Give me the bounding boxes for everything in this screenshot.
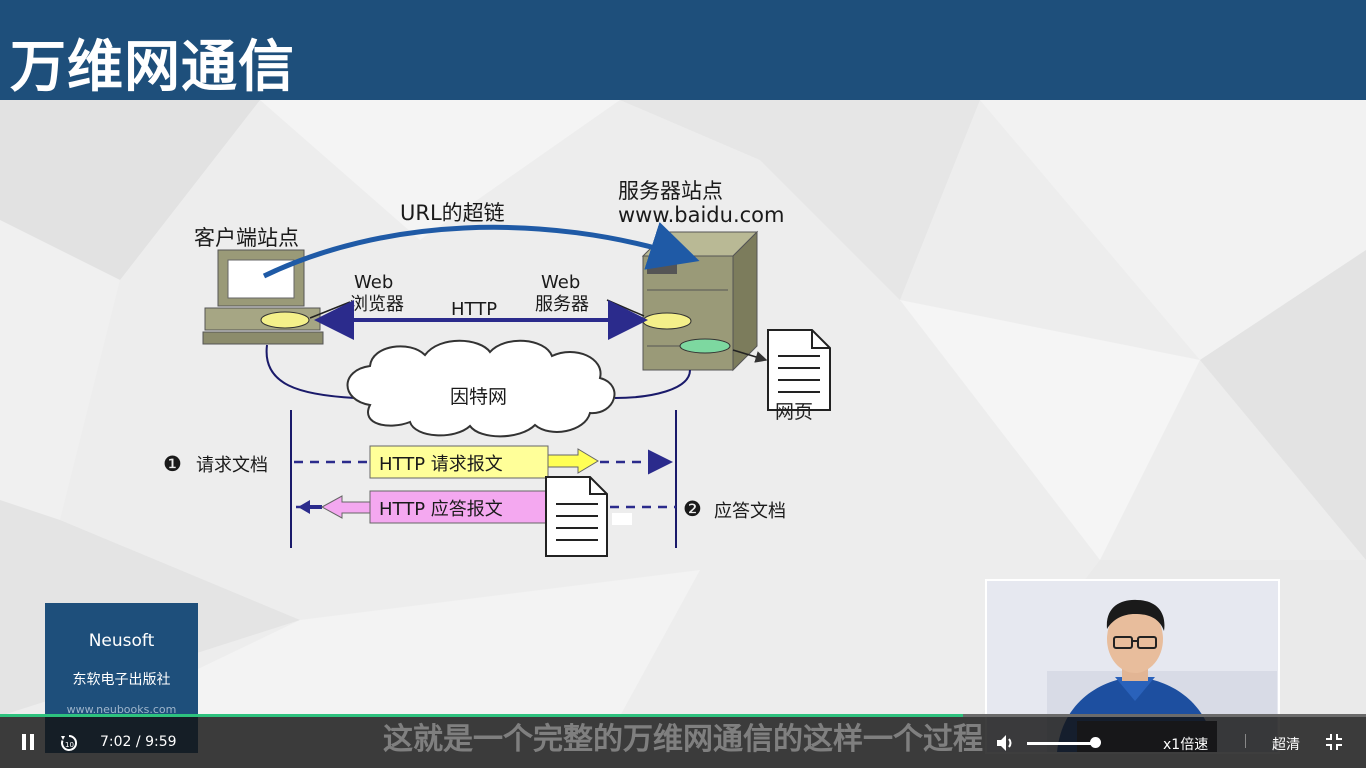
time-display: 7:02 / 9:59	[100, 734, 177, 750]
time-separator: /	[135, 734, 141, 750]
server-sw-label-web: Web	[541, 272, 580, 293]
quality-button[interactable]: 超清	[1272, 737, 1300, 753]
volume-icon	[997, 735, 1012, 751]
slide-title: 万维网通信	[10, 35, 295, 100]
pause-icon	[22, 734, 34, 750]
progress-fill	[0, 714, 964, 717]
step2-label: 应答文档	[714, 501, 786, 522]
publisher-website: www.neubooks.com	[66, 703, 177, 716]
server-label: 服务器站点	[618, 179, 723, 203]
replay-button[interactable]: 10	[58, 732, 80, 754]
exit-fullscreen-button[interactable]	[1323, 731, 1345, 753]
total-time: 9:59	[145, 734, 177, 750]
client-label: 客户端站点	[194, 226, 299, 250]
volume-level	[1027, 742, 1096, 745]
client-computer-icon	[202, 249, 324, 345]
www-communication-diagram: 网页 URL的超链 客户端站点 服务器站点 www.baidu.com Web …	[163, 179, 831, 557]
url-hyperlink-arrow	[262, 222, 700, 279]
replay-10-icon: 10	[61, 734, 78, 751]
brand-name: Neusoft	[88, 631, 155, 651]
webpage-document-icon	[732, 329, 831, 411]
volume-button[interactable]	[995, 732, 1017, 754]
http-request-box	[369, 445, 549, 479]
http-response-box	[369, 490, 549, 524]
browser-label-web: Web	[354, 272, 393, 293]
internet-cloud-icon	[346, 339, 616, 438]
title-bar: 万维网通信	[0, 0, 1366, 100]
server-icon	[641, 230, 759, 372]
control-divider	[1245, 734, 1246, 748]
player-control-bar	[0, 716, 1366, 768]
exit-fullscreen-icon	[1326, 734, 1342, 750]
playback-speed-button[interactable]: x1倍速	[1163, 737, 1209, 753]
response-document-icon	[545, 476, 608, 557]
browser-label: 浏览器	[350, 294, 404, 315]
http-request-label: HTTP 请求报文	[379, 454, 503, 475]
volume-handle[interactable]	[1090, 737, 1102, 748]
internet-label: 因特网	[450, 386, 507, 408]
step1-number: ❶	[163, 452, 182, 476]
http-response-label: HTTP 应答报文	[379, 499, 503, 520]
webpage-label: 网页	[775, 401, 813, 423]
publisher-name: 东软电子出版社	[72, 672, 171, 688]
step2-number: ❷	[683, 497, 702, 521]
http-label: HTTP	[451, 299, 497, 320]
url-link-label: URL的超链	[400, 201, 505, 225]
server-domain: www.baidu.com	[618, 203, 784, 227]
pause-button[interactable]	[18, 732, 38, 752]
step1-label: 请求文档	[196, 455, 268, 476]
server-sw-label: 服务器	[535, 294, 589, 315]
svg-text:10: 10	[65, 741, 74, 749]
current-time: 7:02	[100, 734, 132, 750]
